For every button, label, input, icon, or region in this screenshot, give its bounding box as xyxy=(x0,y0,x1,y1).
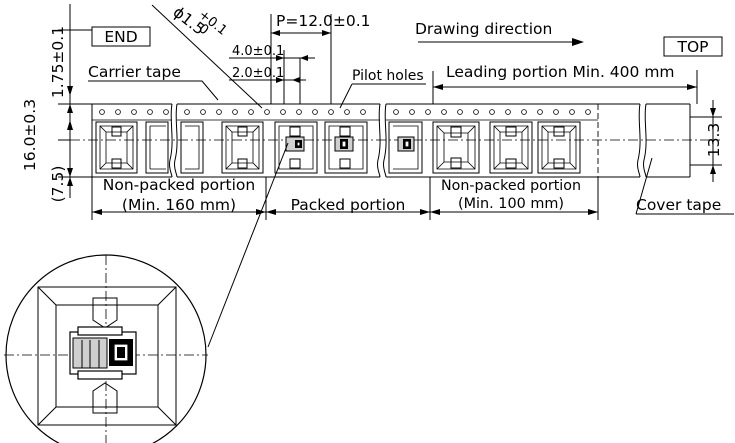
non-packed-right-label: Non-packed portion xyxy=(441,178,581,194)
detail-leader xyxy=(207,142,289,348)
dim-160-label: 16.0±0.3 xyxy=(21,99,39,171)
packed-portion-label: Packed portion xyxy=(291,196,406,214)
dim-133-label: 13.3 xyxy=(705,123,723,158)
pocket xyxy=(432,121,480,174)
detail-view xyxy=(4,254,208,443)
non-packed-left-min-label: (Min. 160 mm) xyxy=(122,196,236,214)
pocket xyxy=(145,121,169,174)
top-tag: TOP xyxy=(663,36,723,57)
dim-175-label: 1.75±0.1 xyxy=(49,26,67,98)
portion-dimensions: Non-packed portion (Min. 160 mm) Packed … xyxy=(91,176,599,220)
pocket xyxy=(221,121,264,174)
cover-tape-callout: Cover tape xyxy=(635,157,734,215)
carrier-tape-label: Carrier tape xyxy=(88,63,181,81)
leading-portion-label: Leading portion Min. 400 mm xyxy=(446,63,675,81)
packed-pocket xyxy=(274,121,318,174)
end-tag: END xyxy=(91,26,151,47)
top-label: TOP xyxy=(676,38,708,56)
end-label: END xyxy=(104,28,137,46)
pilot-holes-label: Pilot holes xyxy=(352,68,424,84)
cover-tape-label: Cover tape xyxy=(636,196,721,214)
packed-pockets xyxy=(274,121,423,174)
pitch-label: P=12.0±0.1 xyxy=(276,12,370,30)
pocket xyxy=(95,121,138,174)
drawing-direction-label: Drawing direction xyxy=(415,20,552,38)
dim-2-label: 2.0±0.1 xyxy=(232,66,284,81)
carrier-tape-callout: Carrier tape xyxy=(88,63,219,101)
drawing-direction: Drawing direction xyxy=(415,20,584,46)
dim-4-label: 4.0±0.1 xyxy=(232,44,284,59)
pocket xyxy=(180,121,204,174)
pilot-holes xyxy=(99,109,591,115)
packed-pocket xyxy=(324,121,368,174)
packed-pocket xyxy=(388,121,423,174)
leading-portion-dimension: Leading portion Min. 400 mm xyxy=(432,63,698,104)
pilot-holes-callout: Pilot holes xyxy=(339,68,426,109)
hole-pitch-dimensions: 4.0±0.1 2.0±0.1 xyxy=(229,44,315,104)
carrier-tape-body xyxy=(70,103,720,178)
empty-pockets xyxy=(95,121,581,174)
non-packed-right-min-label: (Min. 100 mm) xyxy=(458,196,564,212)
pocket xyxy=(537,121,581,174)
dim-75-label: (7.5) xyxy=(49,166,67,203)
cover-width-dimension: 13.3 xyxy=(690,100,723,182)
pitch-dimension: P=12.0±0.1 xyxy=(270,12,370,104)
pocket xyxy=(489,121,533,174)
non-packed-left-label: Non-packed portion xyxy=(103,176,255,194)
vertical-dimensions: 1.75±0.1 16.0±0.3 (7.5) xyxy=(21,4,92,202)
